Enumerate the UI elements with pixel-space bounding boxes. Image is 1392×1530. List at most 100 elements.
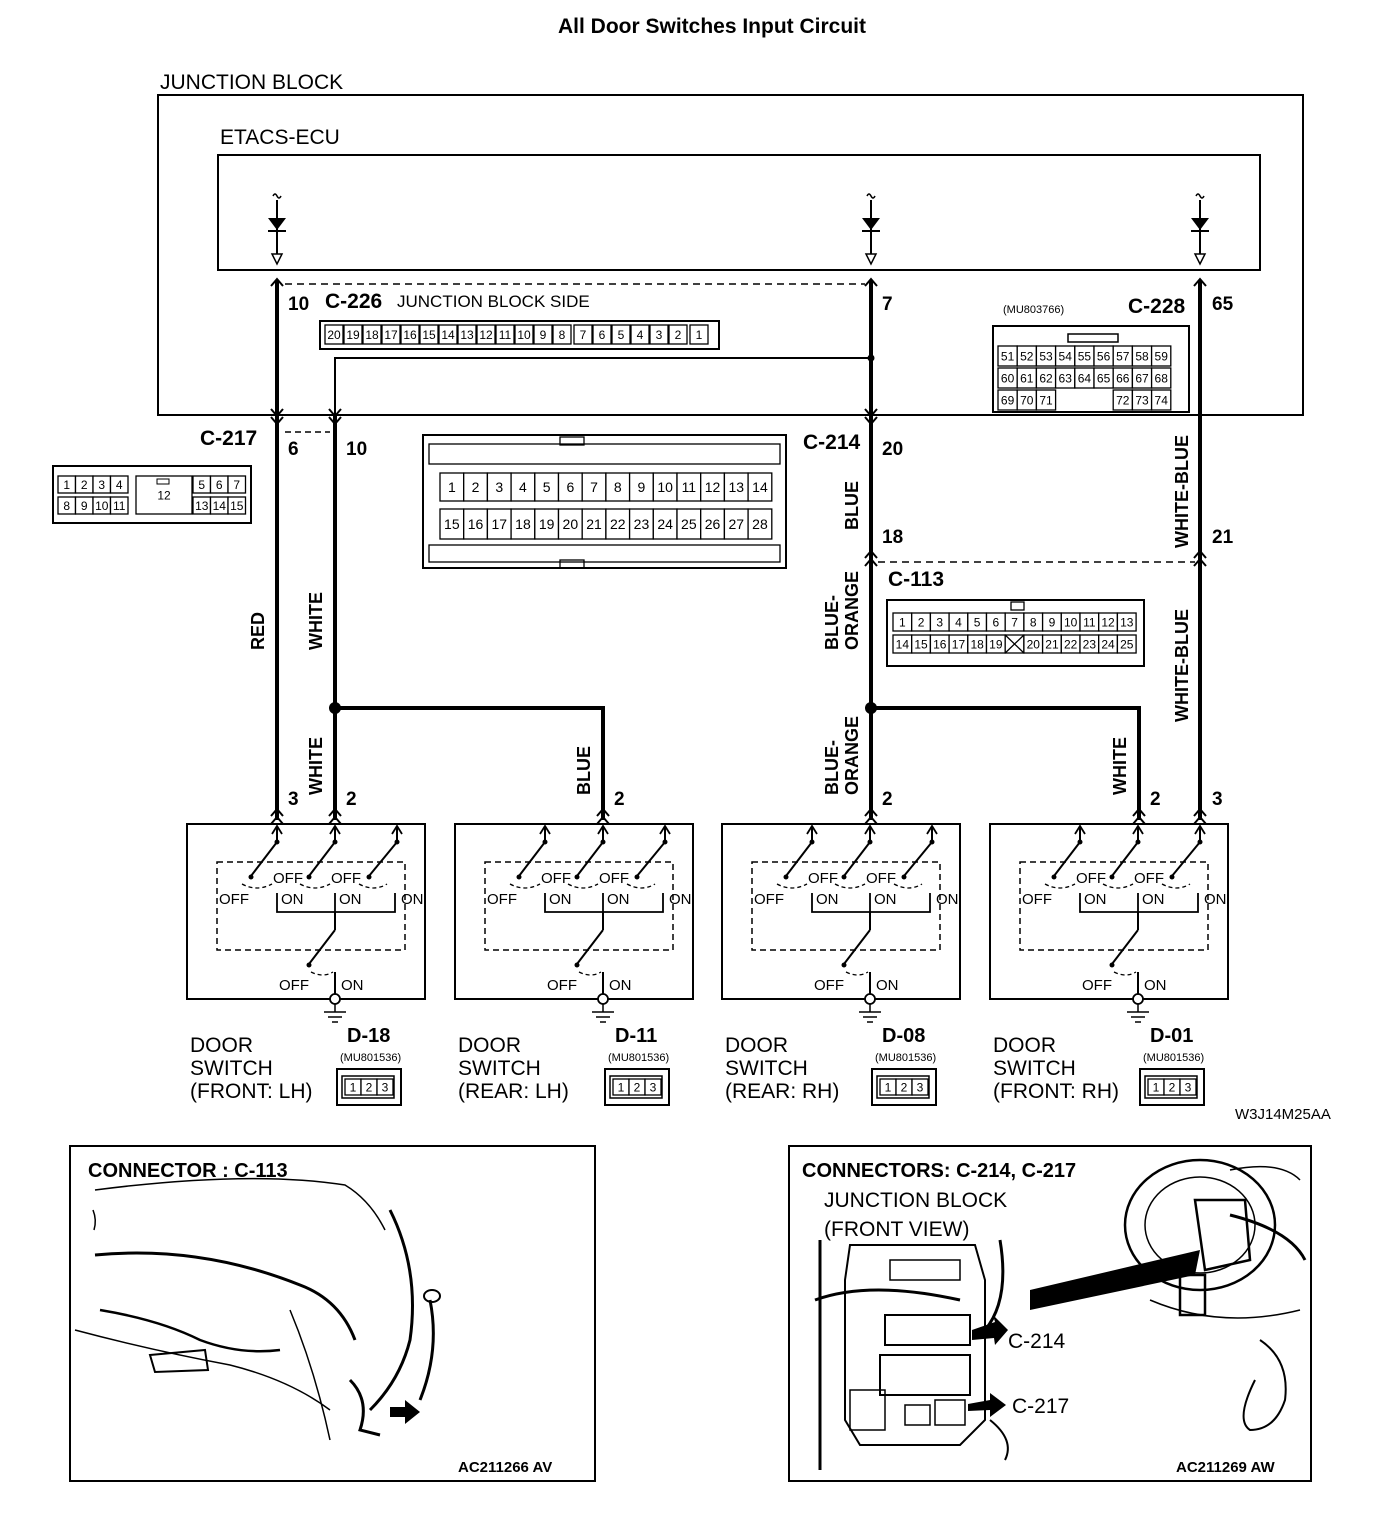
- wire-label-white-blue-a: WHITE-BLUE: [1172, 435, 1192, 548]
- connector-pin-label: 13: [1120, 615, 1134, 629]
- c228-part-number: (MU803766): [1003, 304, 1064, 316]
- connector-pin-label: 18: [365, 328, 379, 342]
- door-switch-part-number: (MU801536): [875, 1052, 936, 1064]
- connector-pin-label: 8: [1030, 615, 1037, 629]
- connector-pin-cell: [747, 508, 773, 540]
- connector-pin-cell: [343, 324, 363, 345]
- connector-pin-label: 62: [1039, 371, 1053, 385]
- dashboard-illustration: [1123, 1158, 1307, 1432]
- switch-off-label: OFF: [331, 870, 361, 887]
- connector-pin-label: 23: [1083, 637, 1097, 651]
- switch-off-label: OFF: [541, 870, 571, 887]
- panel-left-code: AC211266 AV: [458, 1459, 552, 1476]
- connector-pin-label: 4: [955, 615, 962, 629]
- connector-pin-label: 15: [422, 328, 436, 342]
- etacs-ecu-label: ETACS-ECU: [220, 126, 340, 149]
- connector-pin-label: 1: [899, 615, 906, 629]
- connector-pin-label: 25: [681, 516, 697, 532]
- door-switch-id: D-18: [347, 1025, 390, 1047]
- connector-pin-cell: [135, 475, 193, 515]
- arrow-label-c217: C-217: [1012, 1395, 1069, 1418]
- connector-pin-label: 15: [444, 516, 460, 532]
- pin-c214-20: 20: [882, 439, 903, 460]
- arrow-icon: [968, 1393, 1006, 1417]
- connector-pin-cell: [362, 324, 382, 345]
- connector-pin-label: 27: [728, 516, 744, 532]
- connector-pin-label: 57: [1116, 349, 1130, 363]
- wire-label-blue: BLUE: [842, 481, 862, 530]
- connector-pin-label: 22: [1064, 637, 1078, 651]
- wire-color-labels: RED WHITE WHITE BLUE BLUE BLUE- ORANGE B…: [248, 435, 1192, 795]
- switch-off-label: OFF: [814, 977, 844, 994]
- connector-pin-label: 22: [610, 516, 626, 532]
- connector-pin-label: 20: [563, 516, 579, 532]
- switch-off-label: OFF: [547, 977, 577, 994]
- connector-pin-label: 66: [1116, 371, 1130, 385]
- figure-code: W3J14M25AA: [1235, 1106, 1331, 1123]
- connector-pin-label: 14: [752, 479, 768, 495]
- connector-pin-label: 11: [113, 499, 126, 513]
- connector-pin-label: 60: [1001, 371, 1015, 385]
- connector-pin-cell: [533, 324, 553, 345]
- connector-pin-label: 1: [885, 1080, 892, 1094]
- door-switch-position: (REAR: RH): [725, 1080, 839, 1103]
- connector-pin-cell: [689, 324, 709, 345]
- switch-off-label: OFF: [1022, 891, 1052, 908]
- pin-ecu-7: 7: [882, 294, 893, 315]
- connector-pin-label: 7: [590, 479, 598, 495]
- connector-pin-cell: [573, 324, 593, 345]
- ground-icon: [324, 1004, 346, 1023]
- connector-pin-label: 25: [1120, 637, 1134, 651]
- connector-pin-label: 3: [495, 479, 503, 495]
- connector-pin-cell: [611, 324, 631, 345]
- connector-pin-label: 10: [1064, 615, 1078, 629]
- switch-off-label: OFF: [808, 870, 838, 887]
- connector-c113-location-panel: CONNECTOR : C-113 AC211266 AV: [69, 1145, 596, 1482]
- connector-pin-label: 4: [637, 328, 644, 342]
- door-switch-part-number: (MU801536): [340, 1052, 401, 1064]
- c113-label: C-113: [888, 568, 944, 591]
- arrow-icon: [972, 1315, 1008, 1345]
- connector-pin-label: 6: [216, 478, 223, 492]
- connector-terminals: [270, 277, 1207, 825]
- switch-off-label: OFF: [599, 870, 629, 887]
- wire-label-blue-orange-b2: ORANGE: [842, 716, 862, 795]
- connector-pin-cell: [476, 324, 496, 345]
- connector-pin-label: 1: [1153, 1080, 1160, 1094]
- connector-pin-label: 3: [98, 478, 105, 492]
- wire-branch-d01: [871, 706, 1141, 820]
- connector-pin-label: 74: [1155, 393, 1169, 407]
- panel-right-title: CONNECTORS: C-214, C-217: [802, 1160, 1076, 1182]
- connector-pin-label: 24: [1101, 637, 1115, 651]
- pin-d18-2: 2: [346, 789, 357, 810]
- connector-pin-cell: [109, 496, 129, 515]
- ground-icon: [592, 1004, 614, 1023]
- connector-pin-label: 12: [705, 479, 721, 495]
- connector-pin-label: 9: [540, 328, 547, 342]
- connector-pin-label: 7: [580, 328, 587, 342]
- connector-pin-label: 68: [1155, 371, 1169, 385]
- connector-pin-label: 19: [539, 516, 555, 532]
- connector-pin-cell: [1116, 634, 1137, 654]
- wire-label-blue-d11: BLUE: [574, 746, 594, 795]
- connector-pin-label: 21: [586, 516, 602, 532]
- door-switch-name-line2: SWITCH: [458, 1057, 541, 1080]
- pin-ecu-65: 65: [1212, 294, 1234, 315]
- connector-pin-label: 9: [81, 499, 88, 513]
- panel-right-sub2: (FRONT VIEW): [824, 1218, 969, 1241]
- connector-pin-label: 3: [650, 1080, 657, 1094]
- connector-pin-label: 71: [1039, 393, 1053, 407]
- connector-pin-label: 59: [1155, 349, 1169, 363]
- connector-pin-label: 2: [81, 478, 88, 492]
- connector-pin-label: 55: [1078, 349, 1092, 363]
- panel-right-code: AC211269 AW: [1176, 1459, 1276, 1476]
- connector-pin-label: 8: [63, 499, 70, 513]
- connector-pin-label: 56: [1097, 349, 1111, 363]
- connector-pin-label: 9: [638, 479, 646, 495]
- door-switch-position: (FRONT: RH): [993, 1080, 1119, 1103]
- connector-pin-label: 11: [682, 479, 697, 495]
- door-switch-position: (FRONT: LH): [190, 1080, 313, 1103]
